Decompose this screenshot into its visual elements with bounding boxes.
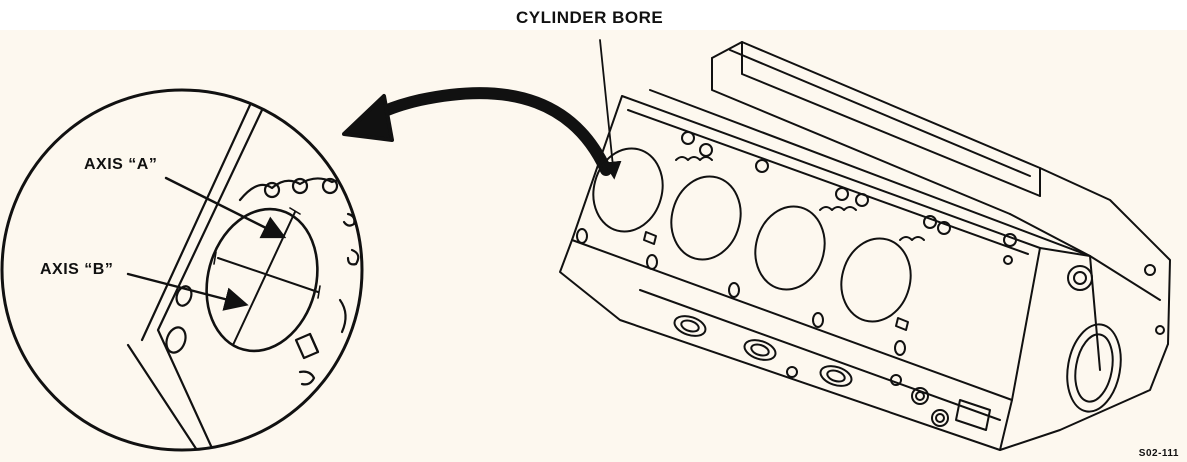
axis-a-label: AXIS “A”: [84, 156, 158, 173]
axis-b-label: AXIS “B”: [40, 261, 114, 278]
magnify-arrow: [342, 87, 612, 176]
magnified-detail: [0, 88, 364, 452]
cylinder-bore-leader: [599, 39, 622, 180]
figure-code: S02-111: [1138, 448, 1179, 459]
cylinder-bore-label: CYLINDER BORE: [516, 8, 664, 27]
engine-block: [559, 41, 1171, 451]
